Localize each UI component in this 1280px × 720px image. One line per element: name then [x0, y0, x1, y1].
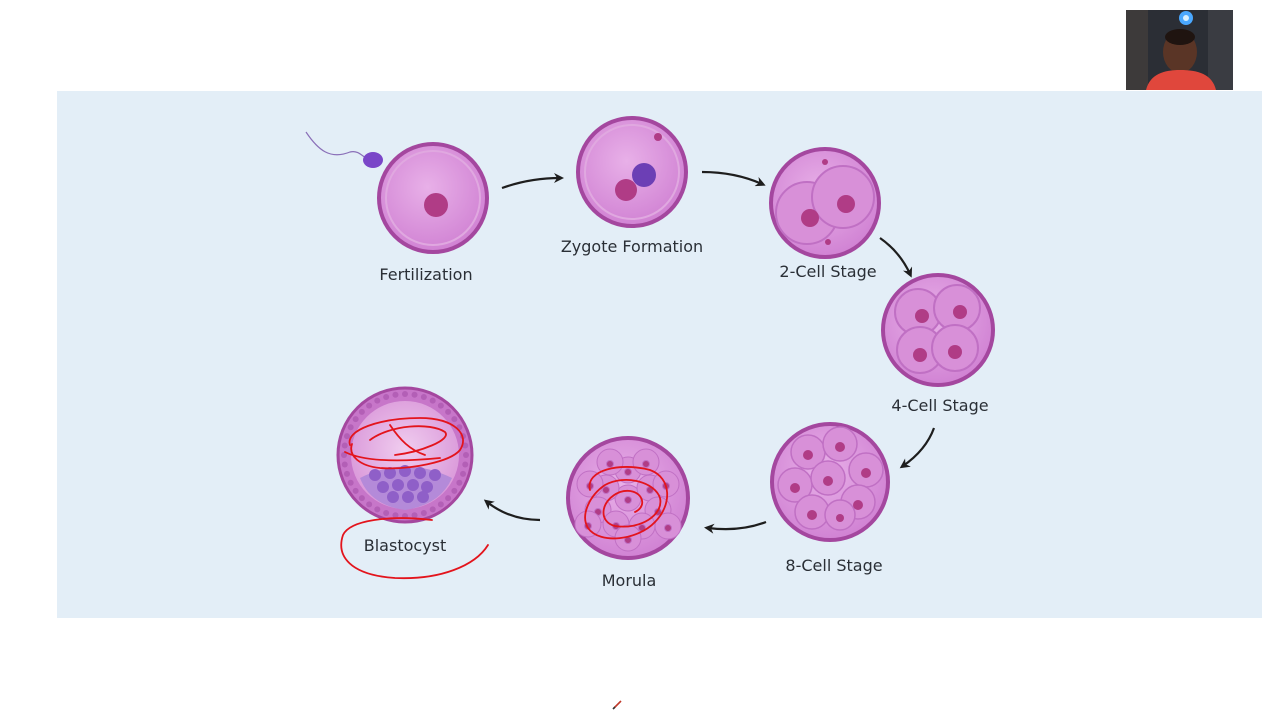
morula-cell	[566, 436, 690, 560]
presenter-video-icon	[1126, 10, 1233, 90]
arrow-zygote-to-2cell	[701, 170, 766, 187]
arrow-morula-to-blastocyst	[483, 499, 541, 522]
stage-label-two-cell: 2-Cell Stage	[779, 262, 877, 281]
blastocyst-cell	[336, 386, 474, 524]
presenter-webcam	[1126, 10, 1233, 90]
red-annotations	[340, 417, 669, 580]
stage-label-fertilization: Fertilization	[379, 265, 473, 284]
stage-arrows	[483, 170, 936, 534]
arrow-2cell-to-4cell	[879, 237, 913, 278]
sperm-tail	[305, 131, 367, 159]
two-cell	[769, 147, 881, 259]
eight-cell	[770, 422, 890, 542]
blastocyst-scribble	[344, 417, 464, 470]
arrow-4cell-to-8cell	[899, 427, 936, 469]
fertilization-cell	[305, 131, 489, 254]
stage-label-morula: Morula	[601, 571, 657, 590]
morula-scribble	[584, 466, 669, 540]
arrow-8cell-to-morula	[704, 520, 767, 534]
stage-label-blastocyst: Blastocyst	[363, 536, 447, 555]
four-cell	[881, 273, 995, 387]
pen-cursor-icon	[612, 700, 622, 710]
egg-nucleus	[424, 193, 448, 217]
arrow-fertilization-to-zygote	[501, 173, 564, 190]
zygote-cell	[576, 116, 688, 228]
blastocyst-label-circle	[340, 517, 489, 580]
stage-label-zygote: Zygote Formation	[560, 237, 704, 256]
stage-label-four-cell: 4-Cell Stage	[891, 396, 989, 415]
sperm-head-icon	[363, 152, 383, 168]
stage-label-eight-cell: 8-Cell Stage	[785, 556, 883, 575]
